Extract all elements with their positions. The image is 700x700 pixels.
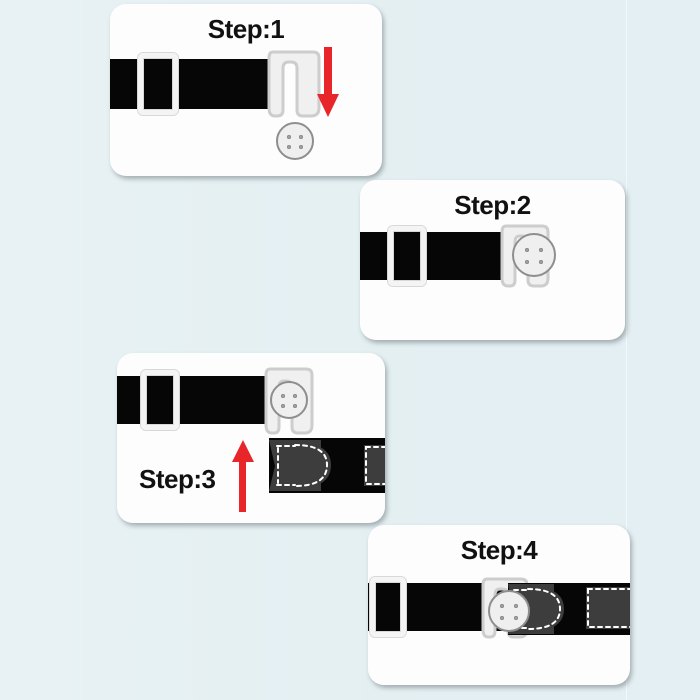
down-arrow-icon [314,47,342,119]
belt-strap [360,232,512,280]
step-4-title: Step:4 [460,535,538,565]
rectangular-slider-icon [141,370,179,430]
waistband-tab-icon [269,438,385,493]
rectangular-slider-icon [370,577,406,637]
four-hole-button-icon [488,590,530,632]
rectangular-slider-icon [138,53,178,115]
four-hole-button-icon [512,233,556,277]
step-1-card: Step:1 [110,4,382,176]
four-hole-button-icon [270,381,308,419]
belt-strap [110,59,280,109]
step-4-card: Step:4 [368,525,630,685]
step-2-title: Step:2 [454,190,531,220]
step-2-card: Step:2 [360,180,625,340]
four-hole-button-icon [276,122,314,160]
step-1-title: Step:1 [207,14,285,44]
up-arrow-icon [230,436,256,512]
rectangular-slider-icon [388,226,426,286]
background-seam-line [626,0,627,700]
step-3-title: Step:3 [139,464,216,494]
step-3-card: Step:3 [117,353,385,523]
hook-clip-icon [267,46,323,124]
